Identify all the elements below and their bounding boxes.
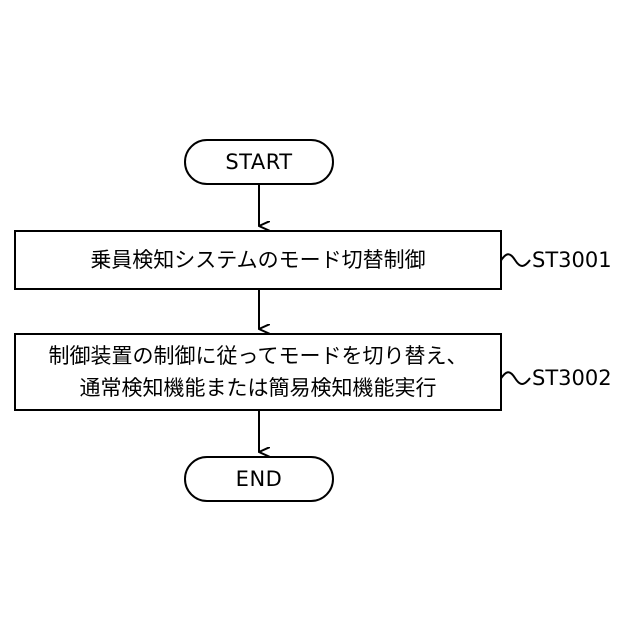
process-text-st3002-line2: 通常検知機能または簡易検知機能実行 — [80, 372, 437, 404]
step-label-st3002: ST3002 — [532, 366, 612, 390]
process-box-st3002: 制御装置の制御に従ってモードを切り替え、 通常検知機能または簡易検知機能実行 — [14, 333, 502, 411]
leader-line-st3002 — [500, 372, 530, 384]
step-label-st3001: ST3001 — [532, 248, 612, 272]
process-text-st3002-line1: 制御装置の制御に従ってモードを切り替え、 — [49, 340, 468, 372]
end-terminal: END — [184, 456, 334, 502]
process-box-st3001: 乗員検知システムのモード切替制御 — [14, 230, 502, 290]
leader-line-st3001 — [500, 254, 530, 266]
start-terminal: START — [184, 139, 334, 185]
start-label: START — [225, 150, 292, 174]
process-text-st3001: 乗員検知システムのモード切替制御 — [90, 244, 425, 276]
end-label: END — [236, 467, 283, 491]
